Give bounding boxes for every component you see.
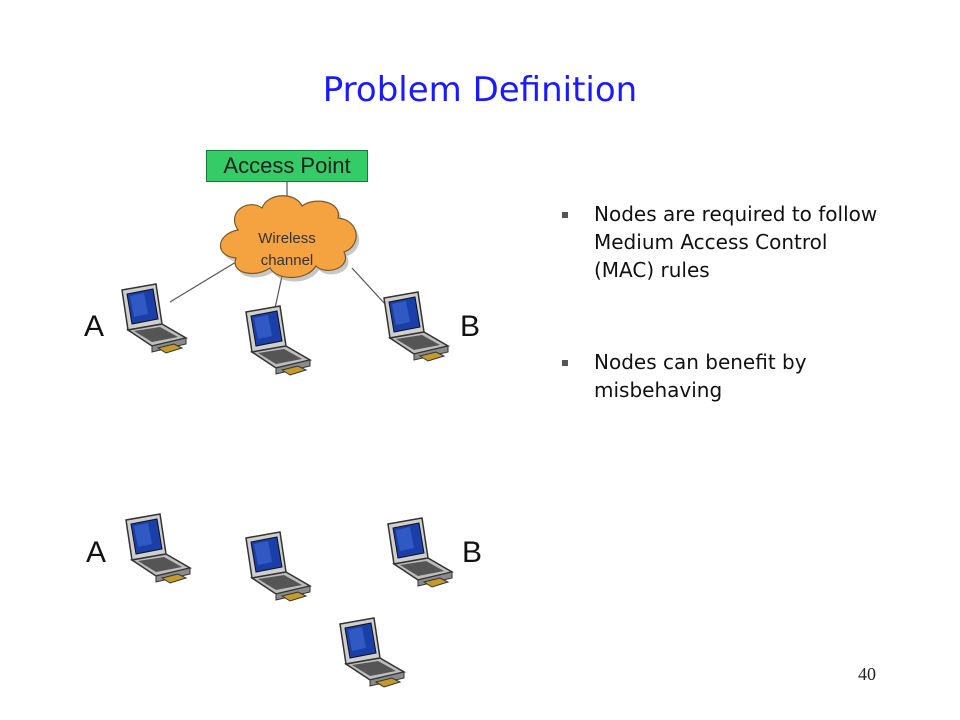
access-point-box: Access Point [206,150,368,182]
laptop-icon-b-top [383,291,449,362]
node-label-a-top: A [84,310,105,343]
laptop-icon-middle-top [245,305,311,376]
bullet-item: Nodes can benefit by misbehaving [560,348,890,404]
laptop-icon-a-top [121,283,187,354]
link-line-a [169,261,237,303]
wireless-cloud-icon [219,195,360,282]
bullet-text: Nodes can benefit by misbehaving [594,350,807,402]
bullet-item: Nodes are required to follow Medium Acce… [560,200,890,284]
node-label-b-bottom: B [462,536,483,569]
laptop-icon-lower [339,617,405,688]
cloud-label-line1: Wireless [258,230,316,247]
bullet-list: Nodes are required to follow Medium Acce… [560,200,890,404]
laptop-icon-a-bottom [125,513,191,584]
bullet-square-icon [562,360,568,366]
wireless-channel-label: Wireless channel [232,228,342,272]
page-number: 40 [858,664,876,684]
laptop-icon-b-bottom [387,517,453,588]
node-label-a-bottom: A [86,536,107,569]
node-label-b-top: B [460,310,481,343]
bullet-square-icon [562,212,568,218]
bullet-text: Nodes are required to follow Medium Acce… [594,202,878,282]
laptop-icon-middle-bottom [245,531,311,602]
cloud-label-line2: channel [260,252,314,269]
slide-title: Problem Definition [322,70,638,110]
